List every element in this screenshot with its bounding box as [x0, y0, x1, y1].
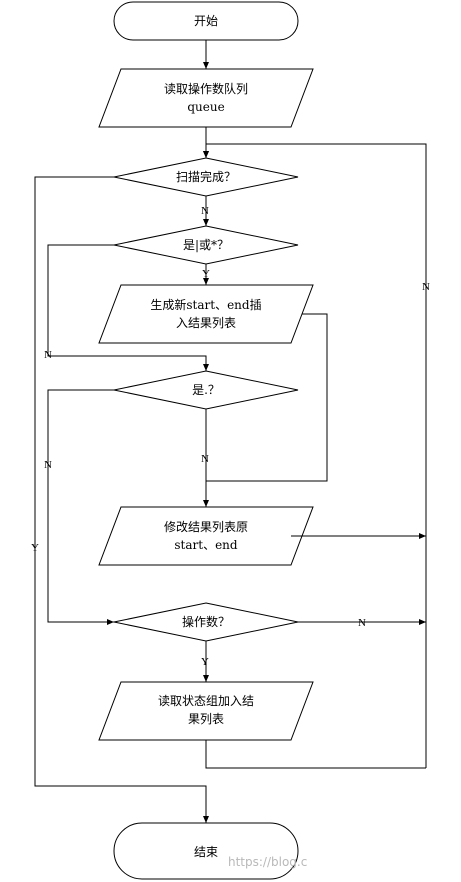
edge-labels: N Y N N N Y Y N N — [31, 205, 430, 668]
modify-label-1: 修改结果列表原 — [164, 519, 248, 534]
edge-loop-back — [203, 143, 427, 768]
generate-new-node: 生成新start、end插 入结果列表 — [98, 284, 314, 344]
edge-label-scan-yes: Y — [31, 542, 39, 554]
read-queue-label-2: queue — [187, 100, 224, 114]
connectors — [34, 40, 427, 823]
modify-label-2: start、end — [174, 538, 238, 552]
read-queue-label-1: 读取操作数队列 — [164, 81, 248, 96]
edge-read-state-to-loop — [205, 740, 426, 769]
edge-generate-to-merge — [206, 313, 328, 482]
edge-label-scan-no: N — [201, 205, 209, 217]
edge-label-operand-no: N — [358, 617, 366, 629]
edge-label-or-no: N — [44, 349, 52, 361]
start-label: 开始 — [194, 14, 218, 28]
is-or-star-label: 是|或*？ — [183, 238, 229, 252]
end-label: 结束 — [194, 845, 218, 859]
read-state-label-1: 读取状态组加入结 — [158, 694, 254, 708]
modify-node: 修改结果列表原 start、end — [98, 506, 314, 566]
scan-done-decision: 扫描完成？ — [113, 157, 299, 197]
edge-label-dot-side: N — [44, 459, 52, 471]
edge-label-dot-no: N — [201, 453, 209, 465]
start-node: 开始 — [113, 1, 299, 41]
is-or-star-decision: 是|或*？ — [113, 225, 299, 265]
is-dot-label: 是.？ — [192, 383, 220, 397]
scan-done-label: 扫描完成？ — [176, 169, 236, 184]
read-queue-node: 读取操作数队列 queue — [98, 68, 314, 128]
edge-dot-left — [47, 389, 114, 625]
read-state-label-2: 果列表 — [188, 712, 224, 726]
generate-new-label-1: 生成新start、end插 — [150, 297, 261, 312]
is-dot-decision: 是.？ — [113, 370, 299, 410]
is-operand-label: 操作数？ — [182, 614, 230, 629]
generate-new-label-2: 入结果列表 — [176, 316, 236, 330]
edge-or-no — [47, 244, 209, 371]
edge-label-or-yes: Y — [202, 268, 210, 280]
watermark: https://blog.c — [228, 855, 307, 869]
edge-label-loop-back: N — [422, 281, 430, 293]
read-state-node: 读取状态组加入结 果列表 — [98, 681, 314, 741]
is-operand-decision: 操作数？ — [113, 602, 299, 642]
end-node: 结束 — [113, 822, 299, 880]
edge-scan-yes — [34, 176, 209, 823]
edge-label-operand-yes: Y — [201, 656, 209, 668]
